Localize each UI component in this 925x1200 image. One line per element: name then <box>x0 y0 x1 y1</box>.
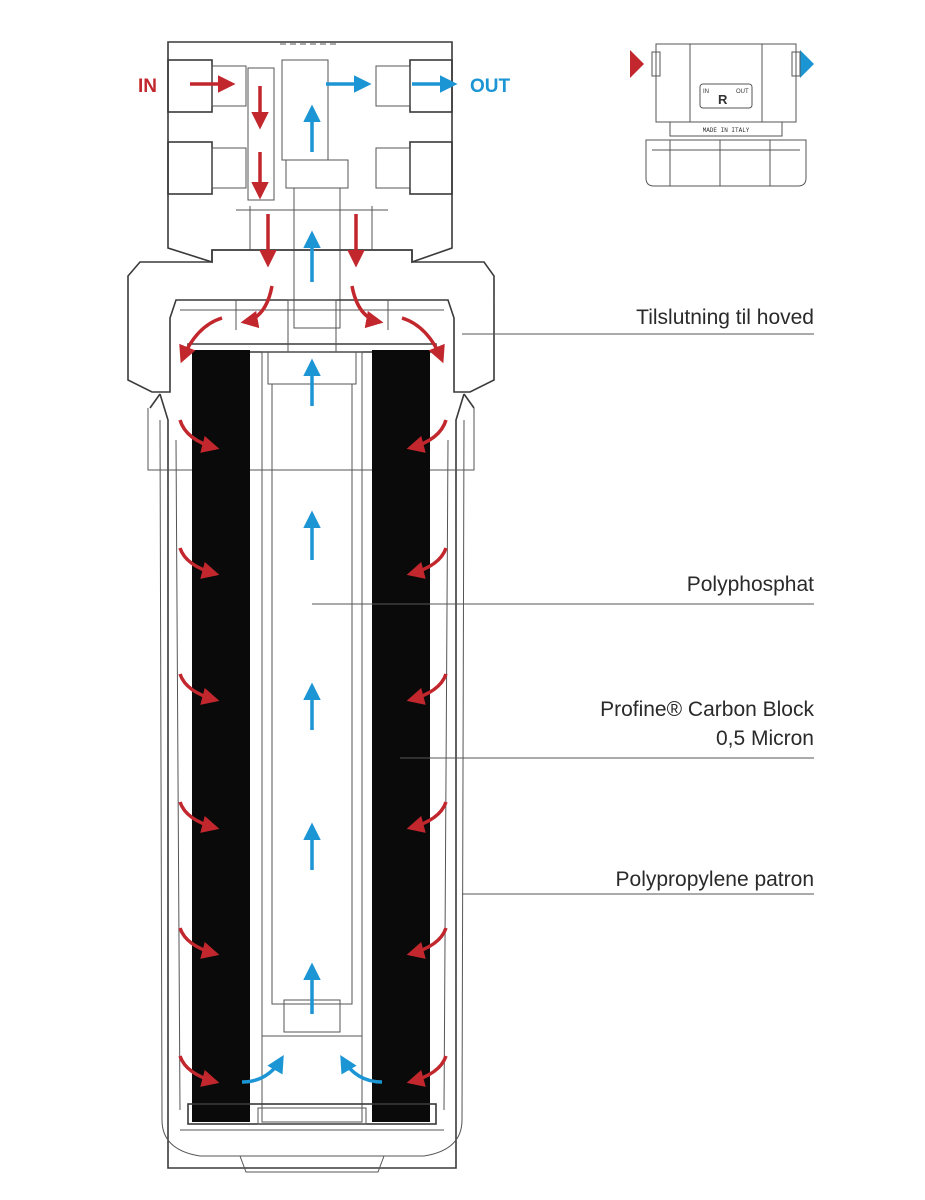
inset-brand-marking: R <box>718 92 728 107</box>
inset-out-marking: OUT <box>736 89 749 95</box>
callout-label: Profine® Carbon Block <box>600 698 814 721</box>
callout-label: Polyphosphat <box>687 573 814 596</box>
inset-in-marking: IN <box>703 89 709 95</box>
inset-made-in-text: MADE IN ITALY <box>703 127 750 134</box>
outlet-label: OUT <box>470 76 511 97</box>
callout-carbon-block: Profine® Carbon Block 0,5 Micron <box>400 698 814 759</box>
filter-cartridge <box>187 299 437 1125</box>
carbon-block-right <box>372 350 430 1122</box>
carbon-block-left <box>192 350 250 1122</box>
inflow-arrows-left-side <box>178 419 220 1087</box>
filter-head <box>167 41 453 329</box>
callout-label: 0,5 Micron <box>716 727 814 750</box>
inflow-arrows-right-side <box>406 419 448 1087</box>
inset-out-arrow-icon <box>800 50 814 78</box>
filter-bowl <box>147 393 475 1173</box>
callout-label: Tilslutning til hoved <box>636 306 814 329</box>
callout-tilslutning: Tilslutning til hoved <box>462 306 814 335</box>
inflow-arrows <box>179 75 445 364</box>
callout-polypropylene: Polypropylene patron <box>462 868 814 895</box>
head-inset-view: IN R OUT MADE IN ITALY <box>630 43 814 187</box>
callout-label: Polypropylene patron <box>616 868 814 891</box>
inset-in-arrow-icon <box>630 50 644 78</box>
outflow-arrows <box>241 75 458 1084</box>
callout-polyphosphat: Polyphosphat <box>312 573 814 605</box>
inlet-label: IN <box>138 76 157 97</box>
housing-collar <box>127 249 495 393</box>
